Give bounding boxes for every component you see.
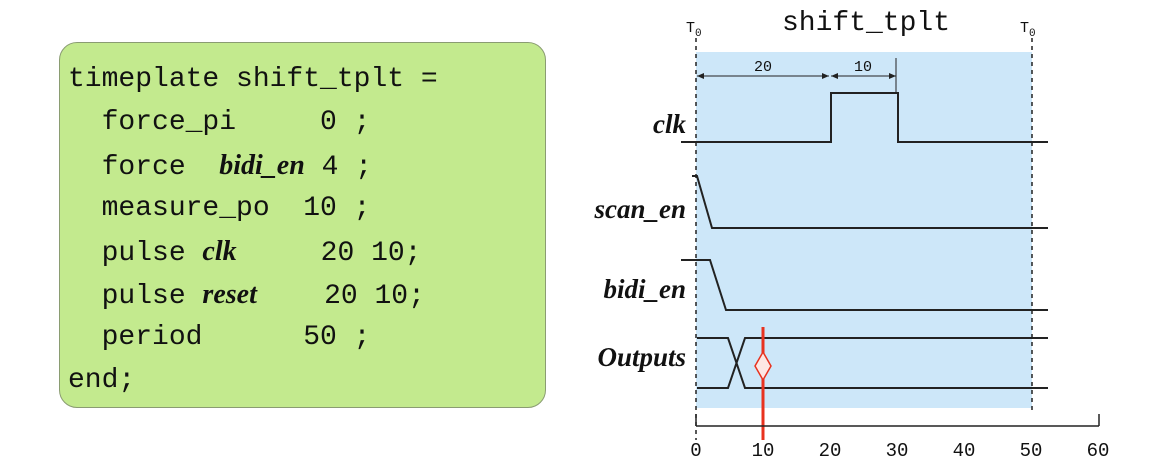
code-line-8: end; <box>68 365 136 396</box>
waveform-scan-en <box>692 175 1048 229</box>
signal-label-scan-en: scan_en <box>593 194 686 224</box>
tick-label-0: 0 <box>690 440 701 462</box>
code-line-3: force bidi_en 4 ; <box>68 150 373 183</box>
measure-strobe-diamond <box>754 350 772 382</box>
code-line-4: measure_po 10 ; <box>68 193 371 224</box>
svg-text:10: 10 <box>854 59 872 76</box>
signal-label-clk: clk <box>653 109 686 139</box>
diagram-title: shift_tplt <box>782 8 950 39</box>
code-line-5: pulse clk 20 10; <box>68 236 422 269</box>
waveform-clk <box>681 92 1048 143</box>
code-line-6: pulse reset 20 10; <box>68 279 425 312</box>
timeplate-code-box: timeplate shift_tplt = force_pi 0 ; forc… <box>59 42 546 408</box>
tick-label-20: 20 <box>819 440 842 462</box>
tick-label-40: 40 <box>953 440 976 462</box>
dimension-10: 10 <box>831 58 897 92</box>
code-line-1: timeplate shift_tplt = <box>68 64 438 95</box>
waveform-bidi-en <box>681 259 1048 311</box>
signal-label-outputs: Outputs <box>597 342 686 372</box>
dimension-20: 20 <box>697 59 829 79</box>
period-region <box>696 52 1032 408</box>
tick-label-30: 30 <box>886 440 909 462</box>
t0-start-label: T0 <box>686 20 702 40</box>
tick-label-60: 60 <box>1087 440 1110 462</box>
signal-label-bidi-en: bidi_en <box>603 274 686 304</box>
waveform-outputs <box>697 337 1048 389</box>
t0-end-label: T0 <box>1020 20 1036 40</box>
code-line-7: period 50 ; <box>68 322 371 353</box>
code-line-2: force_pi 0 ; <box>68 107 371 138</box>
axis-ticks <box>695 414 1100 426</box>
svg-text:20: 20 <box>754 59 772 76</box>
tick-label-50: 50 <box>1020 440 1043 462</box>
tick-label-10: 10 <box>752 440 775 462</box>
